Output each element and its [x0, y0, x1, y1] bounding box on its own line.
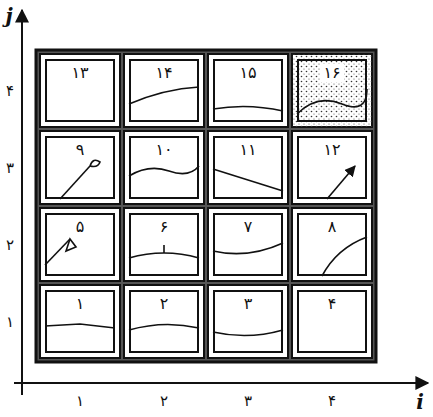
tile-number: ۱۳ [68, 64, 91, 82]
map-tile: ۳ [213, 290, 283, 353]
map-tile: ۱۵ [213, 59, 283, 122]
tile-number: ۳ [241, 295, 256, 313]
axis-tick-label: ۱ [5, 313, 15, 331]
map-tile: ۱۴ [129, 59, 199, 122]
tile-number: ۱۵ [236, 64, 259, 82]
j-axis [21, 10, 23, 395]
axis-tick-label: ۲ [5, 236, 15, 254]
map-tile: ۴ [297, 290, 367, 353]
axis-tick-label: ۳ [5, 159, 15, 177]
tile-number: ۱۱ [236, 141, 259, 159]
map-tile: ۱۳ [45, 59, 115, 122]
tile-number: ۱ [73, 295, 88, 313]
map-tile: ۲ [129, 290, 199, 353]
map-tile: ۷ [213, 213, 283, 276]
shaded-tile [292, 54, 372, 127]
map-tile: ۶ [129, 213, 199, 276]
map-tile: ۱۶ [297, 59, 367, 122]
tile-number: ۵ [73, 218, 88, 236]
axis-tick-label: ۴ [327, 392, 337, 410]
tile-number: ۹ [73, 141, 88, 159]
axis-tick-label: ۳ [243, 392, 253, 410]
terrain-lines [45, 87, 367, 336]
tile-cells [40, 54, 372, 358]
tile-number: ۲ [157, 295, 172, 313]
map-tile: ۸ [297, 213, 367, 276]
tile-number: ۴ [325, 295, 340, 313]
map-tile: ۱۲ [297, 136, 367, 199]
axis-tick-label: ۱ [75, 392, 85, 410]
axis-tick-label: ۴ [5, 82, 15, 100]
map-tile: ۱۰ [129, 136, 199, 199]
tile-number: ۸ [325, 218, 340, 236]
tile-number: ۱۲ [320, 141, 343, 159]
i-axis [14, 382, 428, 384]
axis-name: j [4, 4, 13, 28]
tile-number: ۱۴ [152, 64, 175, 82]
tile-number: ۶ [157, 218, 172, 236]
tile-number: ۱۶ [320, 64, 343, 82]
tile-number: ۱۰ [152, 141, 175, 159]
map-tile: ۱۱ [213, 136, 283, 199]
tile-number: ۷ [241, 218, 256, 236]
grid-frame [36, 50, 376, 362]
map-tile: ۵ [45, 213, 115, 276]
map-tile: ۱ [45, 290, 115, 353]
axis-name: i [415, 390, 425, 414]
map-tile: ۹ [45, 136, 115, 199]
axis-tick-label: ۲ [159, 392, 169, 410]
